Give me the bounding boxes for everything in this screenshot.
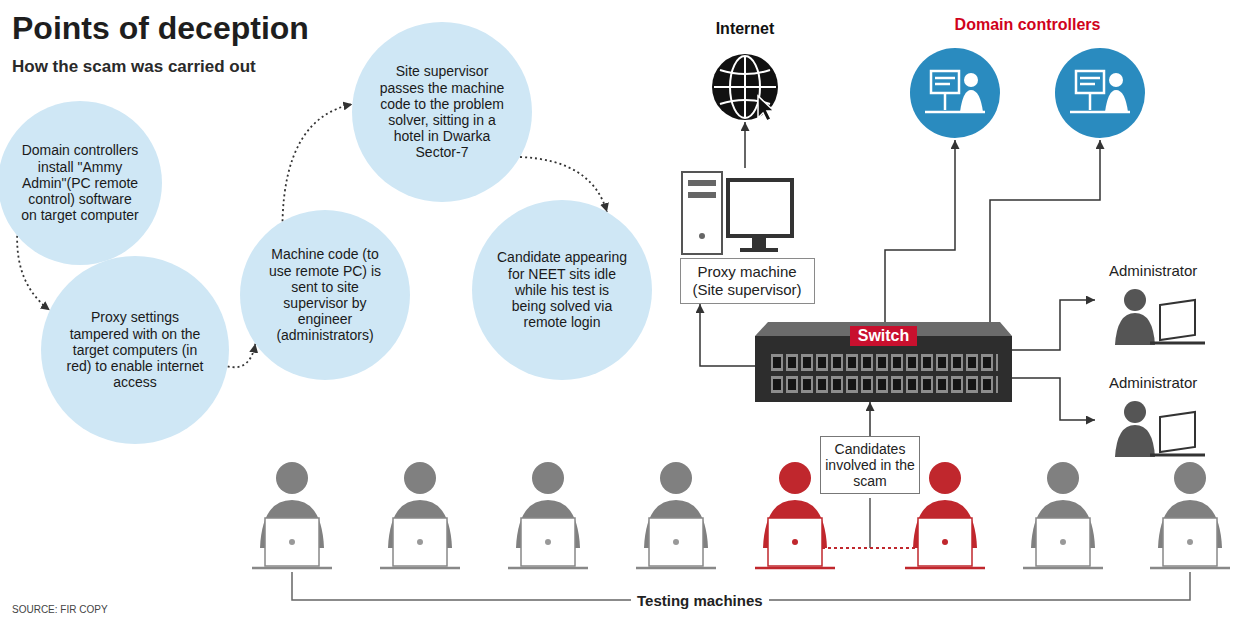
step-circle: Candidate appearing for NEET sits idle w…: [472, 200, 652, 380]
candidate: [1023, 462, 1103, 568]
laptop-logo: [1060, 539, 1066, 545]
proxy-node: Proxy machine (Site supervisor): [672, 168, 822, 304]
switch-node: Switch: [755, 322, 1012, 402]
laptop-logo: [673, 539, 679, 545]
step-text: Candidate appearing for NEET sits idle w…: [497, 249, 628, 330]
step-text: Site supervisor passes the machine code …: [377, 63, 508, 160]
candidate: [380, 462, 460, 568]
laptop-logo: [417, 539, 423, 545]
connector-arrow: [869, 402, 871, 436]
switch-device: [755, 322, 1012, 402]
connector-arrow: [1012, 300, 1095, 350]
laptop-base: [1150, 567, 1230, 570]
callout-box: Candidates involved in the scam: [820, 436, 920, 494]
domain-controller-icon: [1055, 48, 1145, 138]
subtitle: How the scam was carried out: [12, 57, 256, 77]
testing-people: [252, 462, 1230, 568]
switch-node-text: Switch: [850, 326, 918, 346]
laptop-base: [636, 567, 716, 570]
proxy-text: Proxy machine (Site supervisor): [685, 263, 810, 299]
laptop-base: [1023, 567, 1103, 570]
group-label: Testing machines: [631, 592, 769, 609]
person-head: [1047, 462, 1079, 494]
administrator-icon: [1115, 401, 1205, 457]
connector-arrow: [990, 140, 1100, 322]
person-head: [660, 462, 692, 494]
leader-line: [869, 498, 871, 548]
domain-controller-node-text: Domain controllers: [905, 16, 1150, 34]
laptop-screen: [393, 518, 447, 566]
candidate: [636, 462, 716, 568]
laptop-base: [508, 567, 588, 570]
laptop-screen: [1163, 518, 1217, 566]
laptop-screen: [1036, 518, 1090, 566]
callout-text: Candidates involved in the scam: [825, 441, 915, 489]
internet-node: Internet: [695, 20, 795, 122]
connector-arrow: [1012, 378, 1095, 420]
laptop-screen: [918, 518, 972, 566]
person-head: [929, 462, 961, 494]
domain-controller-icon: [910, 48, 1000, 138]
step-text: Machine code (to use remote PC) is sent …: [263, 246, 387, 343]
step-text-block: Site supervisor passes the machine code …: [377, 63, 508, 160]
person-head: [1174, 462, 1206, 494]
step-circle: Domain controllers install "Ammy Admin"(…: [0, 101, 162, 265]
proxy-box: Proxy machine (Site supervisor): [680, 258, 815, 304]
scam-link: [822, 547, 918, 549]
domain-controller-node: Domain controllers: [905, 16, 1150, 140]
administrator-node: Administrator: [1095, 374, 1230, 464]
step-text: Proxy settings tampered with on the targ…: [67, 309, 204, 390]
laptop-base: [905, 567, 985, 570]
step-circle: Site supervisor passes the machine code …: [352, 22, 532, 202]
step-text-block: Proxy settings tampered with on the targ…: [67, 309, 204, 390]
connector-arrow: [885, 140, 955, 322]
person-head: [276, 462, 308, 494]
step-circle: Machine code (to use remote PC) is sent …: [240, 210, 410, 380]
person-head: [404, 462, 436, 494]
laptop-logo: [545, 539, 551, 545]
laptop-screen: [265, 518, 319, 566]
laptop-base: [380, 567, 460, 570]
administrator-node-text: Administrator: [1095, 262, 1230, 279]
diagram-title: Points of deception: [12, 10, 309, 47]
dotted-arrow: [228, 344, 256, 368]
laptop-screen: [521, 518, 575, 566]
laptop-logo: [289, 539, 295, 545]
administrator-node-text: Administrator: [1095, 374, 1230, 391]
person-head: [532, 462, 564, 494]
laptop-screen: [649, 518, 703, 566]
candidate: [252, 462, 332, 568]
laptop-logo: [942, 539, 948, 545]
connector-arrow: [744, 122, 746, 168]
person-head: [779, 462, 811, 494]
administrator-node: Administrator: [1095, 262, 1230, 354]
computer-icon: [682, 172, 792, 254]
connector-arrow: [700, 304, 755, 366]
step-text-block: Machine code (to use remote PC) is sent …: [263, 246, 387, 343]
globe-icon: [712, 54, 778, 121]
candidate: [508, 462, 588, 568]
laptop-logo: [1187, 539, 1193, 545]
laptop-screen: [768, 518, 822, 566]
step-text: Domain controllers install "Ammy Admin"(…: [20, 142, 140, 223]
laptop-logo: [792, 539, 798, 545]
candidate: [1150, 462, 1230, 568]
laptop-base: [755, 567, 835, 570]
step-text-block: Candidate appearing for NEET sits idle w…: [497, 249, 628, 330]
administrator-icon: [1115, 289, 1205, 345]
dotted-arrow: [283, 104, 353, 221]
step-text-block: Domain controllers install "Ammy Admin"(…: [20, 142, 140, 223]
internet-node-text: Internet: [695, 20, 795, 38]
step-circle: Proxy settings tampered with on the targ…: [41, 256, 229, 444]
laptop-base: [252, 567, 332, 570]
source-note: SOURCE: FIR COPY: [12, 604, 108, 615]
